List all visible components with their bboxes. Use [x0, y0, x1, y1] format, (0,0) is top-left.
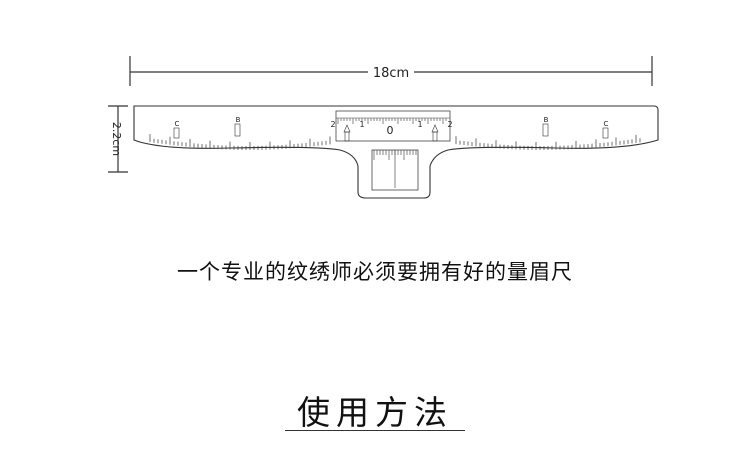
ruler-outline — [133, 105, 659, 199]
height-label: 2.2cm — [110, 122, 123, 156]
ruler-ticks — [149, 134, 641, 150]
side-letter-right-c: C — [604, 120, 609, 128]
side-markers — [173, 123, 609, 139]
height-dimension — [108, 105, 128, 173]
center-window — [335, 110, 451, 142]
side-letter-left-b: B — [236, 116, 241, 124]
center-number: 2 — [447, 120, 452, 129]
tab-ticks — [373, 150, 417, 188]
section-title-underline — [285, 430, 465, 431]
center-ticks — [337, 118, 447, 124]
center-zero-label: 0 — [387, 124, 394, 137]
center-number: 2 — [330, 120, 335, 129]
width-dimension — [129, 56, 653, 86]
side-letter-left-c: C — [175, 120, 180, 128]
right-arrow-marker — [431, 124, 439, 142]
left-arrow-marker — [343, 124, 351, 142]
center-number: 1 — [417, 120, 422, 129]
width-label: 18cm — [373, 66, 409, 81]
tagline-text: 一个专业的纹绣师必须要拥有好的量眉尺 — [177, 260, 573, 284]
section-title: 使用方法 — [297, 393, 453, 432]
center-number: 1 — [359, 120, 364, 129]
side-letter-right-b: B — [544, 116, 549, 124]
